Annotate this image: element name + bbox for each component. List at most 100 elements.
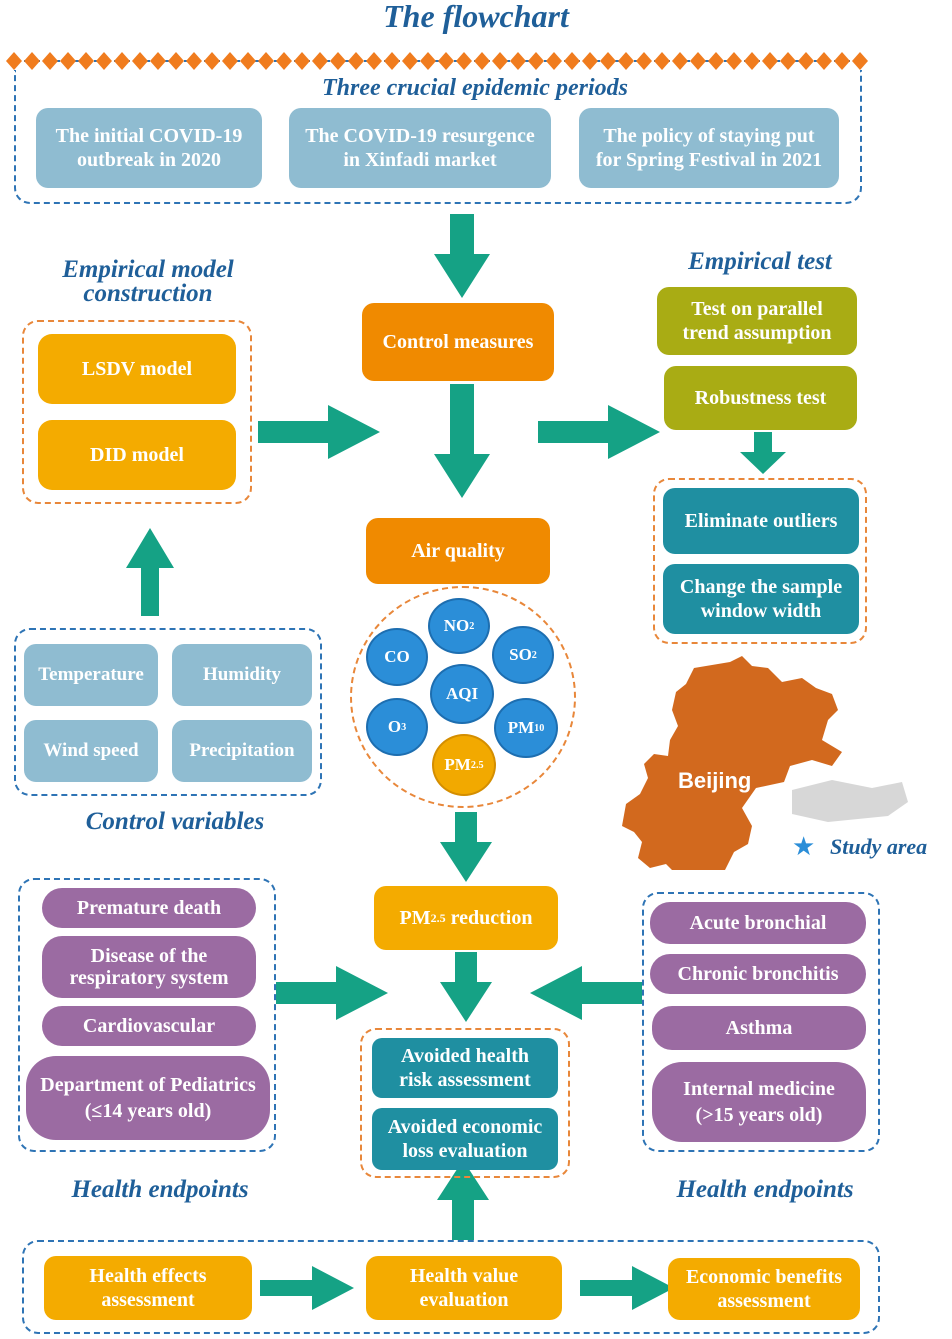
internal-medicine-line-2: (>15 years old)	[695, 1104, 823, 1126]
control-variables-panel	[14, 628, 322, 796]
diamond-mark	[114, 52, 130, 70]
reduction-sub: 2.5	[430, 911, 446, 925]
arrow-right-center-to-test	[538, 405, 660, 459]
assessment-panel	[360, 1028, 570, 1178]
period-3-line-2: for Spring Festival in 2021	[595, 149, 823, 171]
diamond-mark	[402, 52, 418, 70]
no2-label: NO	[443, 616, 470, 635]
diamond-mark	[96, 52, 112, 70]
diamond-mark	[204, 52, 220, 70]
precipitation-box: Precipitation	[172, 720, 312, 782]
diamond-mark	[420, 52, 436, 70]
diamond-mark	[762, 52, 778, 70]
arrow-right-left-health-to-center	[276, 966, 388, 1020]
diamond-mark	[798, 52, 814, 70]
bottom-panel	[22, 1240, 880, 1334]
diamond-mark	[222, 52, 238, 70]
premature-death-box: Premature death	[42, 888, 256, 928]
pediatrics-line-1: Department of Pediatrics	[40, 1074, 256, 1096]
arrow-up-bottom-to-assessment	[437, 1160, 489, 1240]
diamond-mark	[600, 52, 616, 70]
economic-loss-line-2: loss evaluation	[402, 1140, 528, 1162]
arrow-down-reduction-to-assessment	[440, 952, 492, 1022]
o3-label: O	[387, 717, 402, 736]
respiratory-line-2: respiratory system	[69, 967, 229, 989]
co-circle: CO	[366, 628, 428, 686]
model-panel	[22, 320, 252, 504]
diamond-mark	[528, 52, 544, 70]
diamond-mark	[816, 52, 832, 70]
beijing-map-shape	[622, 656, 842, 870]
economic-benefits-line-1: Economic benefits	[685, 1266, 843, 1288]
no2-sub: 2	[469, 620, 475, 632]
parallel-trend-line-2: trend assumption	[682, 322, 832, 344]
study-area-label: Study area	[830, 834, 928, 859]
did-model-box: DID model	[38, 420, 236, 490]
sample-window-line-1: Change the sample	[679, 576, 843, 598]
sample-window-line-2: window width	[700, 600, 822, 622]
pm10-label: PM	[507, 718, 535, 737]
diamond-mark	[726, 52, 742, 70]
health-left-panel	[18, 878, 276, 1152]
control-variables-heading: Control variables	[85, 808, 265, 835]
economic-benefits-line-2: assessment	[717, 1290, 811, 1312]
health-value-line-1: Health value	[409, 1265, 519, 1287]
health-risk-line-1: Avoided health	[401, 1045, 529, 1067]
health-risk-line-2: risk assessment	[399, 1069, 531, 1091]
respiratory-line-1: Disease of the	[90, 945, 208, 967]
arrow-right-model-to-center	[258, 405, 380, 459]
pediatrics-box: Department of Pediatrics(≤14 years old)	[26, 1056, 270, 1140]
diamond-mark	[312, 52, 328, 70]
pm25-sub: 2.5	[470, 759, 484, 771]
temperature-box: Temperature	[24, 644, 158, 706]
diamond-mark	[636, 52, 652, 70]
health-right-heading: Health endpoints	[676, 1176, 854, 1203]
diamond-mark	[510, 52, 526, 70]
beijing-map	[622, 656, 908, 870]
diamond-mark	[654, 52, 670, 70]
model-heading-line-1: Empirical model	[62, 256, 234, 283]
health-effects-line-2: assessment	[101, 1289, 195, 1311]
diamond-mark	[564, 52, 580, 70]
lsdv-model-box: LSDV model	[38, 334, 236, 404]
arrow-down-periods-to-control	[434, 214, 490, 298]
diamond-mark	[348, 52, 364, 70]
diamond-mark	[6, 52, 22, 70]
diamond-mark	[834, 52, 850, 70]
health-left-heading: Health endpoints	[71, 1176, 249, 1203]
model-heading: Empirical model construction	[30, 256, 266, 306]
diamond-mark	[474, 52, 490, 70]
periods-panel	[14, 70, 862, 204]
so2-label: SO	[509, 645, 532, 664]
period-1-line-2: outbreak in 2020	[76, 149, 222, 171]
diamond-mark	[492, 52, 508, 70]
map-shadow	[792, 780, 908, 822]
pollutant-circle-outline	[350, 586, 576, 808]
test-heading: Empirical test	[688, 248, 832, 275]
so2-sub: 2	[531, 649, 537, 661]
page-title: The flowchart	[383, 0, 569, 34]
air-quality-box: Air quality	[366, 518, 550, 584]
acute-bronchial-box: Acute bronchial	[650, 902, 866, 944]
diamond-mark	[438, 52, 454, 70]
health-right-panel	[642, 892, 880, 1152]
arrow-right-bottom-2-to-3	[580, 1266, 674, 1310]
chronic-bronchitis-box: Chronic bronchitis	[650, 954, 866, 994]
diamond-mark	[582, 52, 598, 70]
star-icon: ★	[792, 832, 816, 861]
internal-medicine-box: Internal medicine(>15 years old)	[652, 1062, 866, 1142]
period-1-line-1: The initial COVID-19	[55, 125, 243, 147]
diamond-mark	[60, 52, 76, 70]
